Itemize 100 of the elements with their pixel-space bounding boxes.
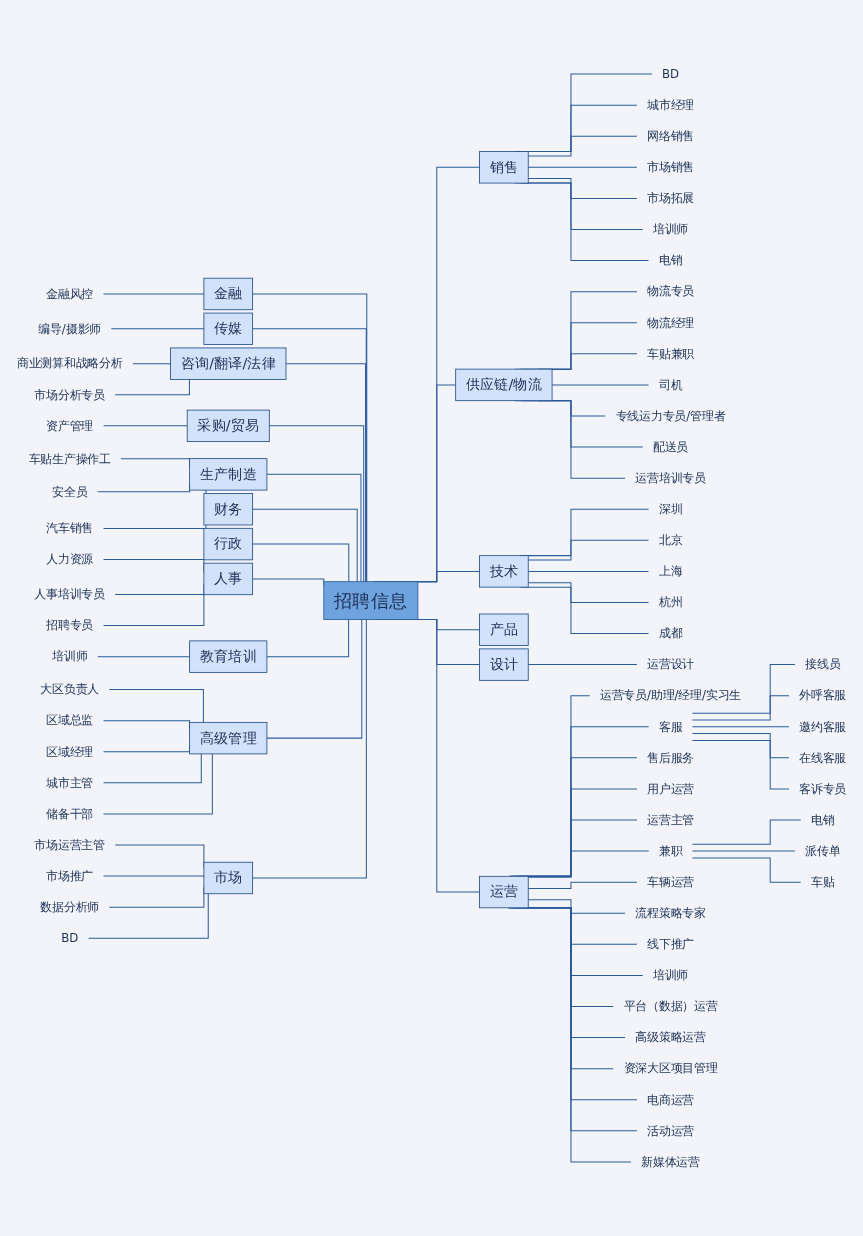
connector [691, 857, 802, 883]
connector [102, 593, 205, 627]
connector [527, 899, 626, 914]
node-text: 培训师 [652, 222, 689, 236]
node-box: 行政 [203, 527, 254, 561]
node-text: 运营设计 [647, 657, 695, 671]
node-text: 平台（数据）运营 [623, 999, 718, 1013]
node-box: 采购/贸易 [186, 409, 270, 443]
node-text: 商业测算和战略分析 [16, 356, 123, 370]
node-text: 用户运营 [647, 781, 695, 796]
connector [285, 363, 367, 583]
connector [252, 508, 358, 583]
node-box: 技术 [479, 555, 529, 588]
connector [87, 893, 209, 939]
node-text: 配送员 [652, 439, 689, 454]
node-text: 汽车销售 [46, 521, 94, 535]
node-text: 电商运营 [647, 1092, 695, 1107]
node-text: 深圳 [658, 502, 683, 516]
connector [527, 178, 638, 199]
node-box: 市场 [203, 861, 254, 895]
node-text: 车贴生产操作工 [28, 451, 111, 466]
connector [266, 618, 350, 658]
node-text: 上海 [658, 564, 683, 578]
node-text: 数据分析师 [40, 900, 100, 914]
node-text: 城市经理 [647, 98, 695, 112]
node-text: 活动运营 [647, 1123, 695, 1138]
node-text: 高级策略运营 [635, 1030, 706, 1044]
node-text: 售后服务 [647, 750, 695, 765]
node-text: 杭州 [658, 595, 683, 609]
node-text: 客诉专员 [799, 781, 847, 796]
node-text: 司机 [658, 377, 683, 392]
connector [102, 875, 205, 878]
node-box: 人事 [203, 562, 254, 596]
connector [102, 425, 188, 427]
node-text: 邀约客服 [799, 719, 847, 734]
node-text: 运营专员/助理/经理/实习生 [599, 688, 742, 702]
node-text: 大区负责人 [40, 682, 100, 696]
node-text: 物流专员 [647, 284, 695, 298]
node-text: 接线员 [805, 657, 841, 671]
node-text: 储备干部 [46, 806, 94, 821]
connector [527, 850, 650, 878]
node-text: 市场拓展 [647, 191, 695, 205]
connector [691, 739, 790, 790]
connector [527, 539, 650, 561]
node-text: 电销 [810, 812, 835, 827]
connector [110, 328, 205, 330]
node-text: 市场销售 [647, 160, 695, 174]
node-text: 安全员 [52, 484, 88, 499]
node-box: 传媒 [203, 312, 254, 345]
node-text: 招聘专员 [46, 618, 94, 632]
node-box: 运营 [479, 875, 529, 909]
node-text: 车贴 [810, 875, 835, 889]
node-text: 北京 [658, 533, 683, 547]
node-text: 在线客服 [799, 750, 847, 765]
connector [114, 378, 190, 396]
node-text: 车贴兼职 [647, 346, 695, 361]
node-text: BD [61, 931, 79, 945]
node-text: 资产管理 [46, 418, 94, 433]
connector [691, 733, 790, 759]
connector [527, 135, 638, 157]
connector [527, 166, 638, 168]
node-text: 市场运营主管 [34, 837, 105, 852]
node-text: 物流经理 [647, 315, 695, 330]
node-text: 人事培训专员 [34, 587, 105, 601]
node-text: 电销 [658, 253, 683, 267]
node-text: 网络销售 [647, 129, 695, 143]
connector [96, 656, 191, 658]
node-box: 金融 [203, 277, 254, 311]
node-box: 生产制造 [189, 458, 268, 491]
node-box: 教育培训 [189, 640, 268, 673]
connector [527, 570, 650, 572]
node-text: 编导/摄影师 [38, 321, 102, 336]
node-text: 区域经理 [46, 744, 94, 759]
node-text: BD [662, 66, 680, 81]
node-text: 资深大区项目管理 [623, 1061, 718, 1075]
connector [691, 695, 790, 721]
connector [132, 363, 172, 365]
connector [102, 293, 205, 295]
node-text: 培训师 [652, 968, 689, 982]
connector [102, 753, 202, 784]
node-box: 财务 [203, 493, 254, 526]
connector [691, 664, 796, 714]
connector [102, 753, 213, 815]
node-text: 市场推广 [46, 868, 94, 883]
node-box: 供应链/物流 [455, 368, 553, 402]
node-text: 客服 [658, 719, 683, 734]
connector [527, 664, 638, 666]
connector [266, 473, 362, 583]
connector [252, 543, 350, 583]
node-text: 培训师 [52, 649, 88, 663]
connector [527, 881, 638, 889]
connector [252, 618, 367, 879]
node-text: 新媒体运营 [641, 1154, 700, 1169]
connector [108, 689, 204, 723]
node-box: 招聘信息 [323, 581, 419, 620]
node-text: 专线运力专员/管理者 [615, 408, 726, 423]
connector [268, 425, 365, 583]
node-text: 线下推广 [647, 937, 695, 951]
node-text: 运营培训专员 [635, 471, 706, 485]
node-text: 人力资源 [46, 552, 94, 566]
